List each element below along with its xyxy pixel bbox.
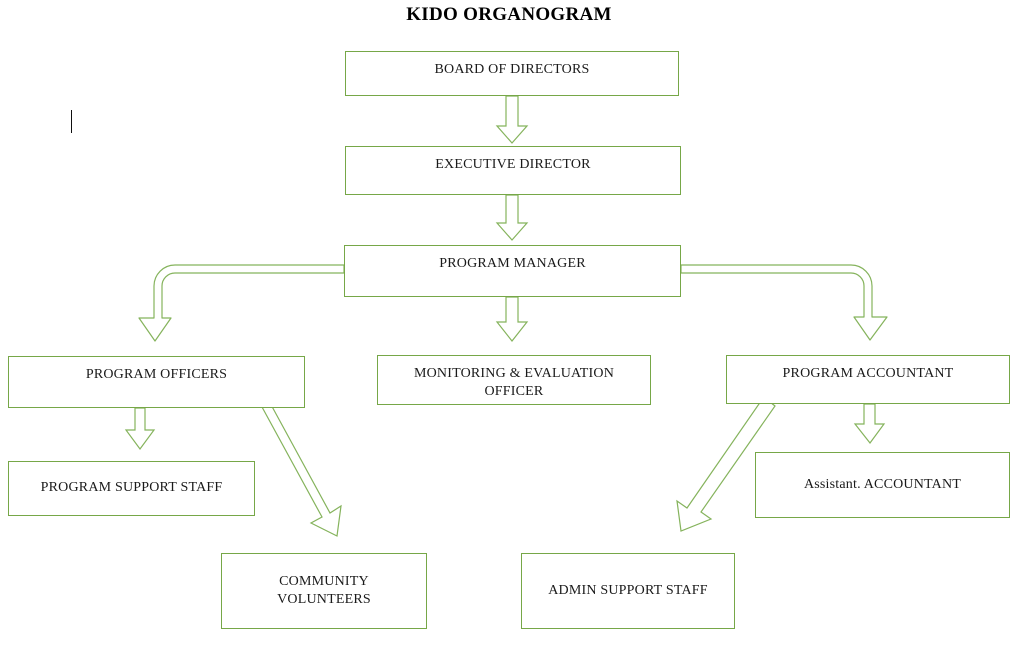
connector-program-manager-to-program-officers	[138, 264, 345, 342]
node-label-monitoring-evaluation-officer: MONITORING & EVALUATION OFFICER	[413, 366, 615, 400]
node-community-volunteers[interactable]: COMMUNITY VOLUNTEERS	[221, 553, 427, 629]
node-label-program-support-staff: PROGRAM SUPPORT STAFF	[40, 480, 223, 496]
page-title: KIDO ORGANOGRAM	[406, 4, 612, 25]
connector-program-accountant-to-admin-support-staff	[676, 397, 776, 532]
connector-board-to-executive-director	[495, 95, 529, 144]
connector-executive-director-to-program-manager	[495, 194, 529, 241]
node-label-program-officers: PROGRAM OFFICERS	[85, 367, 228, 382]
connector-program-officers-to-program-support-staff	[124, 407, 156, 451]
node-label-admin-support-staff: ADMIN SUPPORT STAFF	[548, 582, 708, 598]
node-label-program-accountant: PROGRAM ACCOUNTANT	[782, 366, 954, 381]
node-program-accountant[interactable]: PROGRAM ACCOUNTANT	[726, 355, 1010, 404]
connector-program-accountant-to-assistant-accountant	[853, 403, 886, 444]
node-board[interactable]: BOARD OF DIRECTORS	[345, 51, 679, 96]
node-admin-support-staff[interactable]: ADMIN SUPPORT STAFF	[521, 553, 735, 629]
node-program-manager[interactable]: PROGRAM MANAGER	[344, 245, 681, 297]
node-executive-director[interactable]: EXECUTIVE DIRECTOR	[345, 146, 681, 195]
text-cursor	[71, 110, 72, 133]
node-label-program-manager: PROGRAM MANAGER	[439, 256, 586, 271]
node-program-officers[interactable]: PROGRAM OFFICERS	[8, 356, 305, 408]
connector-program-manager-to-program-accountant	[680, 264, 888, 341]
connector-program-officers-to-community-volunteers	[251, 389, 342, 537]
node-label-executive-director: EXECUTIVE DIRECTOR	[435, 157, 591, 172]
connector-program-manager-to-monitoring-evaluation-officer	[495, 296, 529, 342]
node-label-assistant-accountant: Assistant. ACCOUNTANT	[803, 476, 962, 492]
node-label-community-volunteers: COMMUNITY VOLUNTEERS	[277, 573, 371, 607]
node-program-support-staff[interactable]: PROGRAM SUPPORT STAFF	[8, 461, 255, 516]
node-label-board: BOARD OF DIRECTORS	[434, 62, 590, 77]
node-monitoring-evaluation-officer[interactable]: MONITORING & EVALUATION OFFICER	[377, 355, 651, 405]
node-assistant-accountant[interactable]: Assistant. ACCOUNTANT	[755, 452, 1010, 518]
